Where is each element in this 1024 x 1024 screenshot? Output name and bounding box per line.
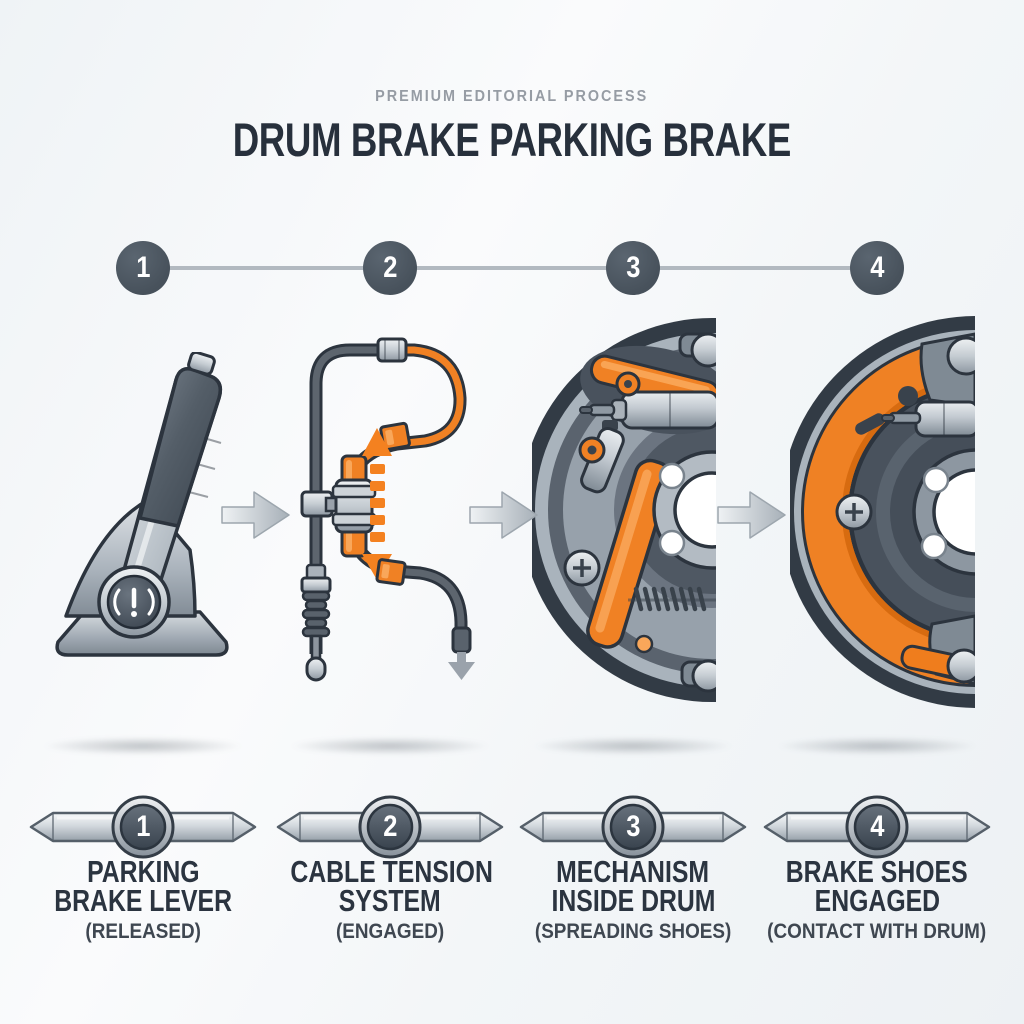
step-1-title-line1: PARKING: [86, 854, 200, 889]
timeline-step-1-circle: 1: [116, 241, 170, 295]
right-arrow-icon: [469, 491, 538, 539]
step-1-label: PARKING BRAKE LEVER (RELEASED): [18, 854, 268, 944]
ribbon-icon: [519, 795, 747, 859]
step-3-subtitle: (SPREADING SHOES): [534, 920, 732, 943]
brake-shoes-engaged-icon: [790, 316, 975, 708]
step-3-title-line2: INSIDE DRUM: [551, 883, 715, 918]
floor-shadow: [533, 737, 733, 755]
step-2-subtitle: (ENGAGED): [335, 920, 445, 943]
ribbon-icon: [276, 795, 504, 859]
step-3-title-line1: MECHANISM: [556, 854, 710, 889]
ribbon-icon: [763, 795, 991, 859]
step-4-title-line1: BRAKE SHOES: [786, 854, 968, 889]
drum-mechanism-icon: [532, 318, 716, 702]
step-4-badge: 4: [757, 792, 997, 862]
step-1-subtitle: (RELEASED): [85, 920, 201, 943]
return-spring-icon: [633, 586, 707, 612]
ribbon-icon: [29, 795, 257, 859]
timeline-connector-line: [143, 266, 877, 270]
step-4-title-line2: ENGAGED: [814, 883, 940, 918]
brake-warning-icon: [97, 565, 171, 639]
timeline-step-3-circle: 3: [606, 241, 660, 295]
step-3-label: MECHANISM INSIDE DRUM (SPREADING SHOES): [508, 854, 758, 944]
timeline-step-2-circle: 2: [363, 241, 417, 295]
step-4-label: BRAKE SHOES ENGAGED (CONTACT WITH DRUM): [752, 854, 1002, 944]
down-arrow-icon: [448, 652, 475, 680]
step-2-badge: 2: [270, 792, 510, 862]
cable-tension-icon: [300, 337, 475, 682]
timeline-step-4-circle: 4: [850, 241, 904, 295]
floor-shadow: [777, 737, 977, 755]
step-2-badge-number: 2: [382, 810, 398, 843]
right-arrow-icon: [221, 491, 290, 539]
step-2-title-line1: CABLE TENSION: [290, 854, 493, 889]
eyebrow-text: PREMIUM EDITORIAL PROCESS: [375, 88, 649, 105]
step-1-badge-number: 1: [135, 810, 151, 843]
step-1-badge: 1: [23, 792, 263, 862]
step-4-badge-number: 4: [869, 810, 885, 843]
parking-brake-lever-icon: [55, 352, 229, 657]
page-title: DRUM BRAKE PARKING BRAKE: [232, 113, 792, 166]
right-arrow-icon: [717, 491, 786, 539]
step-2-title-line2: SYSTEM: [339, 883, 441, 918]
floor-shadow: [43, 737, 243, 755]
step-3-badge-number: 3: [625, 810, 641, 843]
step-1-title-line2: BRAKE LEVER: [54, 883, 232, 918]
floor-shadow: [290, 737, 490, 755]
step-2-label: CABLE TENSION SYSTEM (ENGAGED): [265, 854, 515, 944]
step-4-subtitle: (CONTACT WITH DRUM): [767, 920, 987, 943]
step-3-badge: 3: [513, 792, 753, 862]
